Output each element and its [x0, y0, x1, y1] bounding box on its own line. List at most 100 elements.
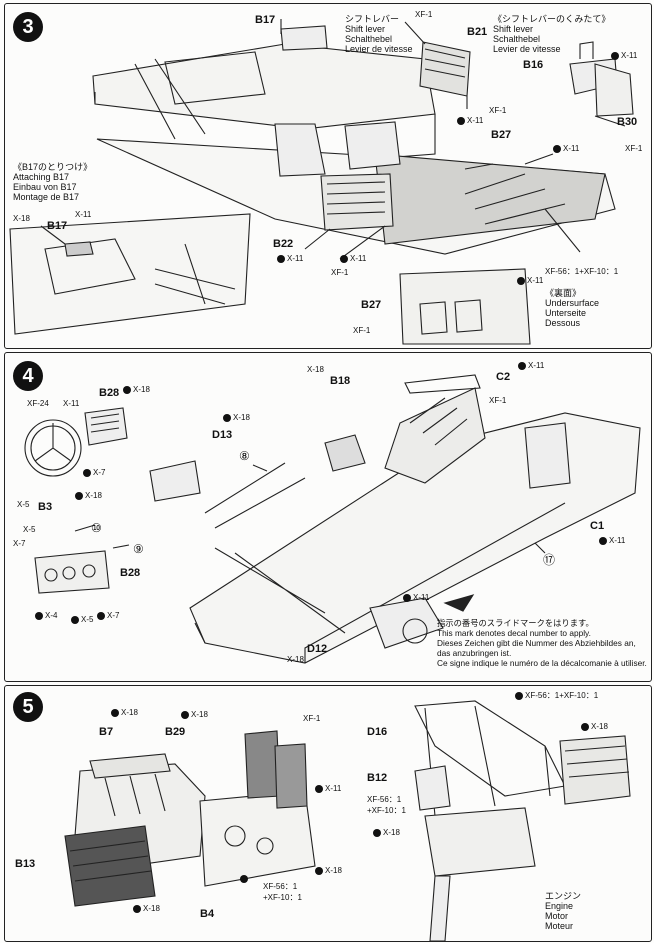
step-number: 4: [13, 361, 43, 391]
screw-callout: X-18: [581, 722, 608, 731]
paint-callout: XF-56：1 +XF-10：1: [263, 882, 302, 902]
part-label: B17: [255, 14, 276, 26]
screw-callout: X-11: [518, 361, 544, 370]
screw-callout: X-11: [599, 536, 625, 545]
decal-note: 指示の番号のスライドマークをはります。 This mark denotes de…: [437, 618, 647, 668]
screw-callout: X-18: [181, 710, 208, 719]
paint-callout: XF-56：1 +XF-10：1: [367, 795, 406, 815]
part-label: C1: [590, 520, 605, 532]
step-3-panel: 3 シフトレバー Shift lever Schalthebel Levier …: [4, 3, 652, 349]
screw-callout: X-11: [553, 144, 579, 153]
screw-callout: X-5: [17, 500, 30, 509]
screw-callout: X-18: [133, 904, 160, 913]
screw-icon: [315, 784, 323, 793]
step-3-drawing: [9, 19, 634, 345]
screw-icon: [223, 413, 231, 422]
screw-icon: [75, 491, 83, 500]
screw-icon: [515, 691, 523, 700]
step-number: 5: [13, 692, 43, 722]
screw-icon: [35, 611, 43, 620]
step-4-drawing: [24, 374, 641, 664]
step-4-panel: 4 B18 C2 B28 D13 B3 C1 B28 D12 X-18 X-11…: [4, 352, 652, 682]
screw-icon: [553, 144, 561, 153]
part-label: B13: [15, 858, 36, 870]
screw-callout: X-4: [35, 611, 57, 620]
screw-callout: X-7: [83, 468, 105, 477]
screw-icon: [123, 385, 131, 394]
screw-callout: X-11: [611, 51, 637, 60]
screw-callout: X-18: [287, 655, 304, 664]
paint-callout: XF-1: [415, 10, 433, 19]
screw-icon: [581, 722, 589, 731]
paint-callout: XF-24: [27, 399, 49, 408]
part-label: B27: [361, 299, 382, 311]
part-label: D16: [367, 726, 388, 738]
part-label: B28: [99, 387, 120, 399]
part-label: B16: [523, 59, 544, 71]
screw-icon: [517, 276, 525, 285]
paint-callout: XF-56：1+XF-10：1: [515, 690, 598, 701]
paint-callout: XF-56：1+XF-10：1: [545, 267, 619, 276]
decal-marker: ⑧: [239, 449, 250, 463]
part-label: B21: [467, 26, 488, 38]
screw-callout: X-11: [403, 593, 429, 602]
paint-callout: XF-1: [625, 144, 643, 153]
part-label: B22: [273, 238, 294, 250]
screw-callout: X-11: [340, 254, 366, 263]
screw-callout: X-7: [13, 539, 26, 548]
screw-icon: [133, 904, 141, 913]
screw-callout: X-18: [223, 413, 250, 422]
screw-callout: X-11: [517, 276, 543, 285]
decal-marker: ⑩: [91, 521, 102, 535]
decal-marker: ⑰: [543, 553, 556, 567]
part-label: B18: [330, 375, 351, 387]
part-label: D12: [307, 643, 328, 655]
screw-callout: X-18: [373, 828, 400, 837]
screw-icon: [340, 254, 348, 263]
part-label: B28: [120, 567, 141, 579]
part-label: B17: [47, 220, 68, 232]
paint-callout: XF-1: [331, 268, 349, 277]
screw-callout: X-11: [457, 116, 483, 125]
step-5-drawing: [64, 700, 631, 941]
screw-callout: X-11: [315, 784, 341, 793]
screw-icon: [83, 468, 91, 477]
screw-icon: [518, 361, 526, 370]
screw-callout: X-18: [123, 385, 150, 394]
screw-icon: [457, 116, 465, 125]
screw-callout: X-11: [277, 254, 303, 263]
paint-callout: XF-1: [489, 106, 507, 115]
part-label: B3: [38, 501, 53, 513]
paint-callout: XF-1: [303, 714, 321, 723]
part-label: B7: [99, 726, 114, 738]
part-label: B29: [165, 726, 186, 738]
screw-icon: [403, 593, 411, 602]
paint-callout: XF-1: [353, 326, 371, 335]
part-label: B27: [491, 129, 512, 141]
step-number: 3: [13, 12, 43, 42]
screw-icon: [71, 615, 79, 624]
screw-icon: [315, 866, 323, 875]
decal-marker: ⑨: [133, 542, 144, 556]
screw-icon: [181, 710, 189, 719]
screw-callout: X-18: [75, 491, 102, 500]
engine-label: エンジン Engine Motor Moteur: [545, 891, 582, 931]
shift-assembly-label: 《シフトレバーのくみたて》 Shift lever Schalthebel Le…: [493, 14, 611, 54]
screw-icon: [373, 828, 381, 837]
step-5-panel: 5 B7 B29 B13 B4 D16 B12 X-18 X-18 XF-1 X…: [4, 685, 652, 942]
part-label: B12: [367, 772, 388, 784]
screw-callout: [240, 874, 250, 883]
screw-callout: X-18: [307, 365, 324, 374]
attach-b17-label: 《B17のとりつけ》 Attaching B17 Einbau von B17 …: [13, 162, 93, 202]
screw-callout: X-5: [23, 525, 36, 534]
screw-icon: [97, 611, 105, 620]
part-label: D13: [212, 429, 233, 441]
undersurface-label: 《裏面》 Undersurface Unterseite Dessous: [545, 288, 600, 328]
screw-callout: X-18: [13, 214, 30, 223]
paint-callout: XF-1: [489, 396, 507, 405]
screw-callout: X-18: [315, 866, 342, 875]
screw-icon: [240, 874, 248, 883]
shift-lever-label: シフトレバー Shift lever Schalthebel Levier de…: [345, 14, 413, 54]
screw-icon: [611, 51, 619, 60]
screw-icon: [277, 254, 285, 263]
